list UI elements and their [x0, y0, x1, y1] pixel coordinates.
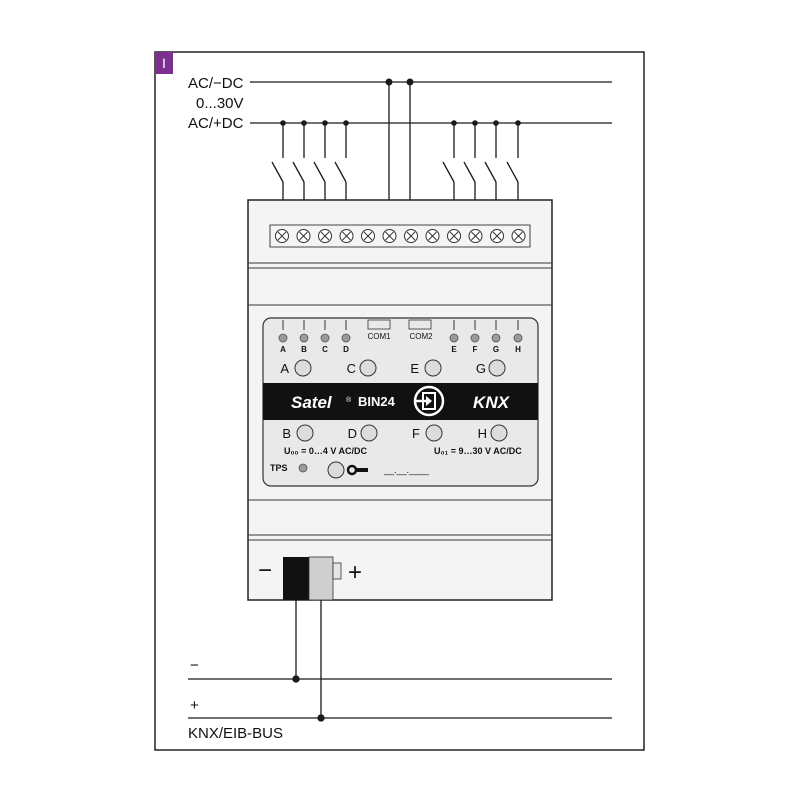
- com1-marker: [367, 319, 391, 330]
- channel-button-f[interactable]: F: [412, 424, 443, 442]
- led-label: H: [515, 345, 521, 354]
- terminal-screw-icon: [318, 229, 332, 243]
- com2-marker: [408, 319, 432, 330]
- voltage-range-label: 0...30V: [196, 95, 244, 112]
- input-led: [449, 333, 459, 343]
- input-led: [341, 333, 351, 343]
- channel-button-a[interactable]: A: [280, 359, 312, 377]
- led-label: C: [322, 345, 328, 354]
- channel-button-label: F: [412, 426, 420, 441]
- led-label: D: [343, 345, 349, 354]
- channel-button-e[interactable]: E: [410, 359, 442, 377]
- input-led: [513, 333, 523, 343]
- terminal-screw-icon: [425, 229, 440, 243]
- binary-input-icon: [413, 385, 445, 417]
- switch-contact-icon: [484, 120, 499, 200]
- led-label: A: [280, 345, 286, 354]
- led-label: G: [493, 345, 499, 354]
- terminal-screw-icon: [490, 229, 504, 243]
- model-label: BIN24: [358, 394, 396, 409]
- input-led: [278, 333, 288, 343]
- figure-tag-label: I: [162, 55, 166, 71]
- switch-contact-icon: [463, 120, 478, 200]
- input-led: [299, 333, 309, 343]
- switch-contacts: [271, 120, 521, 200]
- com2-label: COM2: [409, 332, 433, 341]
- bus-minus-label: −: [190, 657, 199, 674]
- tps-label: TPS: [270, 463, 288, 473]
- led-label: F: [473, 345, 478, 354]
- switch-contact-icon: [442, 120, 457, 200]
- channel-button-label: E: [410, 361, 419, 376]
- brand-trademark: ®: [346, 396, 352, 404]
- terminal-screw-icon: [511, 229, 526, 243]
- channel-button-c[interactable]: C: [347, 359, 377, 377]
- input-leds: A B C D E F G H: [278, 320, 523, 354]
- channel-button-label: A: [280, 361, 289, 376]
- tps-led: [298, 463, 308, 473]
- led-label: B: [301, 345, 307, 354]
- channel-button-b[interactable]: B: [282, 424, 314, 442]
- input-led: [491, 333, 501, 343]
- brand-band: [263, 383, 538, 420]
- figure-frame: [154, 51, 645, 751]
- switch-contact-icon: [334, 120, 349, 200]
- channel-button-g[interactable]: G: [476, 359, 506, 377]
- channel-button-d[interactable]: D: [348, 424, 378, 442]
- brand-logo: Satel: [291, 393, 333, 412]
- voltage-low-label: U₀₀ = 0…4 V AC/DC: [284, 446, 368, 456]
- channel-button-label: C: [347, 361, 356, 376]
- terminal-minus-sign: −: [258, 557, 272, 584]
- bus-name-label: KNX/EIB-BUS: [188, 725, 283, 742]
- terminal-strip: [275, 229, 526, 243]
- channel-button-label: G: [476, 361, 486, 376]
- input-led: [470, 333, 480, 343]
- led-label: E: [451, 345, 457, 354]
- ac-plus-label: AC/+DC: [188, 115, 244, 132]
- terminal-screw-icon: [275, 229, 289, 243]
- terminal-screw-icon: [468, 229, 483, 243]
- ac-minus-label: AC/−DC: [188, 75, 244, 92]
- terminal-plus-sign: +: [348, 559, 362, 586]
- switch-contact-icon: [292, 120, 307, 200]
- knx-logo: KNX: [473, 393, 511, 412]
- channel-button-h[interactable]: H: [478, 424, 508, 442]
- terminal-screw-icon: [404, 229, 418, 243]
- switch-contact-icon: [271, 120, 286, 200]
- terminal-screw-icon: [447, 229, 461, 243]
- input-led: [320, 333, 330, 343]
- channel-button-label: B: [282, 426, 291, 441]
- bus-terminal-block: [283, 556, 342, 601]
- voltage-high-label: U₀₁ = 9…30 V AC/DC: [434, 446, 522, 456]
- terminal-screw-icon: [296, 229, 311, 243]
- com1-label: COM1: [367, 332, 391, 341]
- date-placeholder: __.__.____: [383, 465, 430, 475]
- switch-contact-icon: [506, 120, 521, 200]
- com-wires: [385, 78, 414, 200]
- terminal-screw-icon: [361, 229, 375, 243]
- channel-button-label: H: [478, 426, 487, 441]
- bus-plus-label: +: [190, 697, 199, 714]
- bus-wires: [188, 600, 612, 722]
- figure-tag: [155, 52, 173, 74]
- switch-contact-icon: [313, 120, 328, 200]
- terminal-screw-icon: [382, 229, 397, 243]
- wrench-icon: [346, 464, 368, 476]
- channel-button-label: D: [348, 426, 357, 441]
- programming-button[interactable]: [327, 461, 345, 479]
- terminal-screw-icon: [339, 229, 354, 243]
